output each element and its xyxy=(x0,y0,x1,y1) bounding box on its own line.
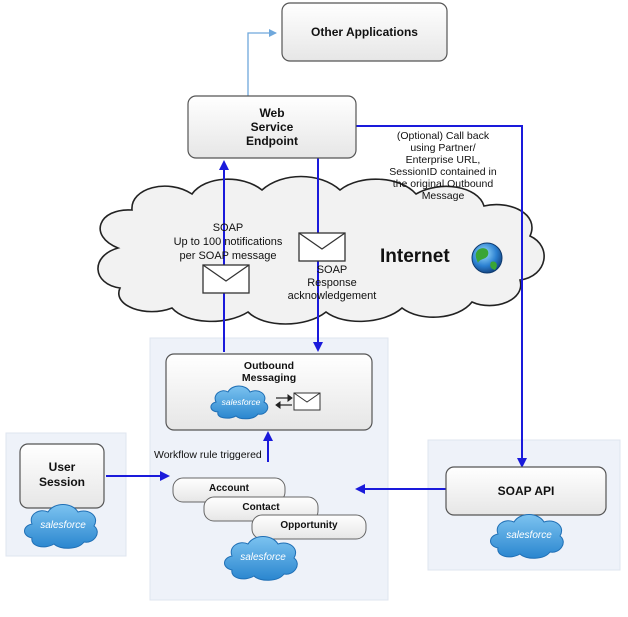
envelope-icon-outbound xyxy=(293,392,321,411)
soap-response-label-1: SOAP xyxy=(316,264,348,276)
other-applications-box xyxy=(281,2,448,62)
callback-note-3: Enterprise URL, xyxy=(405,154,481,166)
workflow-label: Workflow rule triggered xyxy=(154,449,262,461)
web-service-label-1: Web xyxy=(259,106,285,120)
globe-icon xyxy=(471,242,503,274)
user-session-label-2: Session xyxy=(38,475,86,489)
web-service-endpoint-box xyxy=(187,95,357,159)
envelope-icon-response xyxy=(298,232,346,262)
soap-response-label-2: Response xyxy=(307,277,357,289)
salesforce-logo-api xyxy=(490,514,564,559)
web-service-label-3: Endpoint xyxy=(246,134,298,148)
arrow-callback xyxy=(356,125,527,468)
salesforce-logo-text-outbound: salesforce xyxy=(221,397,261,407)
soap-request-label-2: Up to 100 notifications xyxy=(173,236,283,248)
soap-request-label-1: SOAP xyxy=(212,222,244,234)
opportunity-label: Opportunity xyxy=(280,520,338,531)
account-label: Account xyxy=(209,483,249,494)
opportunity-pill xyxy=(251,514,367,540)
contact-label: Contact xyxy=(242,502,280,513)
salesforce-logo-text-api: salesforce xyxy=(506,530,552,541)
user-session-label-1: User xyxy=(48,460,76,474)
salesforce-logo-objects xyxy=(224,536,298,581)
callback-note-6: Message xyxy=(421,190,465,202)
callback-note-1: (Optional) Call back xyxy=(396,130,490,142)
outbound-label-2: Messaging xyxy=(241,372,297,384)
other-applications-label: Other Applications xyxy=(311,25,418,39)
callback-note-5: the original Outbound xyxy=(392,178,494,190)
soap-response-label-3: acknowledgement xyxy=(287,290,377,302)
internet-label: Internet xyxy=(380,246,450,267)
salesforce-logo-outbound xyxy=(210,385,269,420)
salesforce-logo-text-objects: salesforce xyxy=(240,552,286,563)
callback-note-4: SessionID contained in xyxy=(389,166,497,178)
soap-api-label: SOAP API xyxy=(497,484,555,498)
callback-note-2: using Partner/ xyxy=(410,142,476,154)
web-service-label-2: Service xyxy=(250,120,294,134)
soap-request-label-3: per SOAP message xyxy=(179,250,277,262)
arrow-to-other-apps xyxy=(247,29,277,97)
envelope-icon-request xyxy=(202,264,250,294)
salesforce-logo-text-user: salesforce xyxy=(40,520,86,531)
exchange-arrows-icon xyxy=(275,394,293,409)
salesforce-logo-user xyxy=(24,504,98,549)
outbound-label-1: Outbound xyxy=(243,360,295,372)
